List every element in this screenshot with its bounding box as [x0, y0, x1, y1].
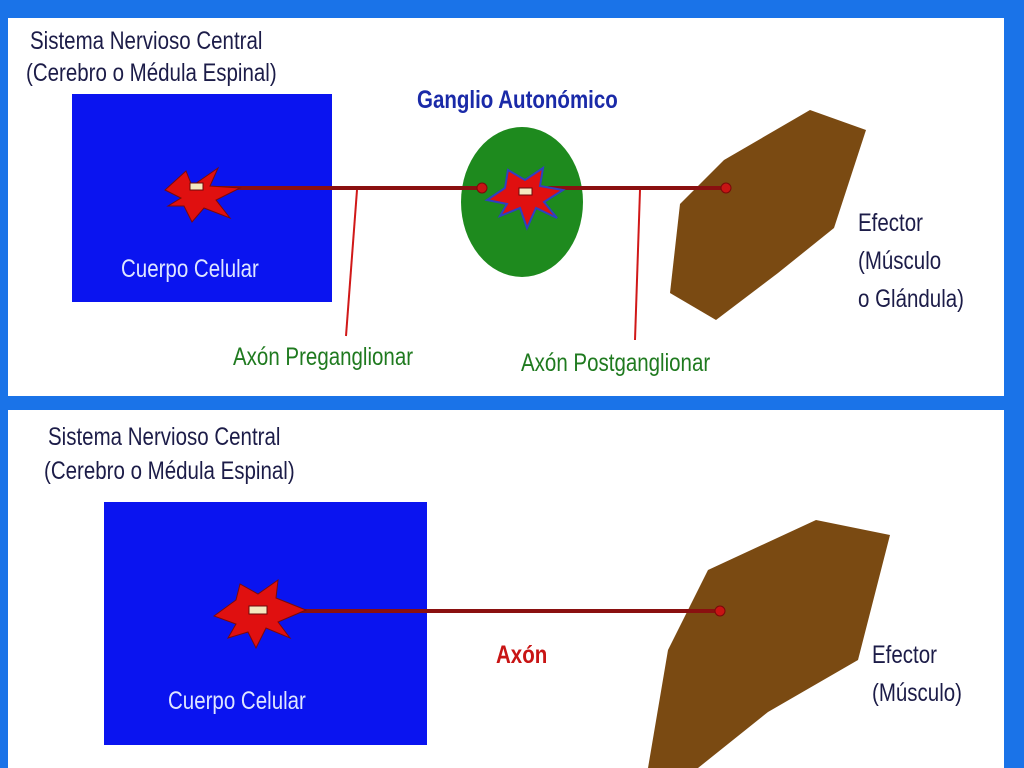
- effector-label-line3: o Glándula): [858, 285, 964, 313]
- top-panel: Sistema Nervioso Central (Cerebro o Médu…: [8, 18, 1004, 396]
- axon-terminal: [714, 605, 726, 617]
- top-diagram: [72, 94, 866, 341]
- preganglionic-terminal: [476, 182, 488, 194]
- effector-label-line2: (Músculo: [858, 247, 942, 275]
- cns-title-line1: Sistema Nervioso Central: [30, 27, 263, 55]
- neuron-nucleus: [248, 605, 268, 615]
- bottom-panel: Sistema Nervioso Central (Cerebro o Médu…: [8, 410, 1004, 768]
- cns-title-line1: Sistema Nervioso Central: [48, 423, 281, 451]
- cns-neuron-nucleus: [189, 182, 204, 191]
- effector-label-line2: (Músculo): [872, 679, 962, 707]
- effector-label-line1: Efector: [872, 641, 937, 669]
- cns-title-line2: (Cerebro o Médula Espinal): [44, 457, 295, 485]
- ganglion-neuron-nucleus: [518, 187, 533, 196]
- ganglion-neuron-cell-body: [484, 165, 566, 231]
- bottom-diagram: [104, 502, 890, 768]
- axon-label: Axón: [496, 641, 548, 669]
- effector-organ: [670, 110, 866, 320]
- cns-title-line2: (Cerebro o Médula Espinal): [26, 59, 277, 87]
- cell-body-label: Cuerpo Celular: [168, 687, 306, 715]
- preganglionic-pointer: [345, 189, 358, 337]
- postganglionic-pointer: [634, 189, 641, 341]
- cell-body-label: Cuerpo Celular: [121, 255, 259, 283]
- ganglion-label: Ganglio Autonómico: [417, 86, 618, 114]
- postganglionic-label: Axón Postganglionar: [521, 349, 711, 377]
- postganglionic-terminal: [720, 182, 732, 194]
- preganglionic-label: Axón Preganglionar: [233, 343, 414, 371]
- effector-label-line1: Efector: [858, 209, 923, 237]
- effector-organ: [648, 520, 890, 768]
